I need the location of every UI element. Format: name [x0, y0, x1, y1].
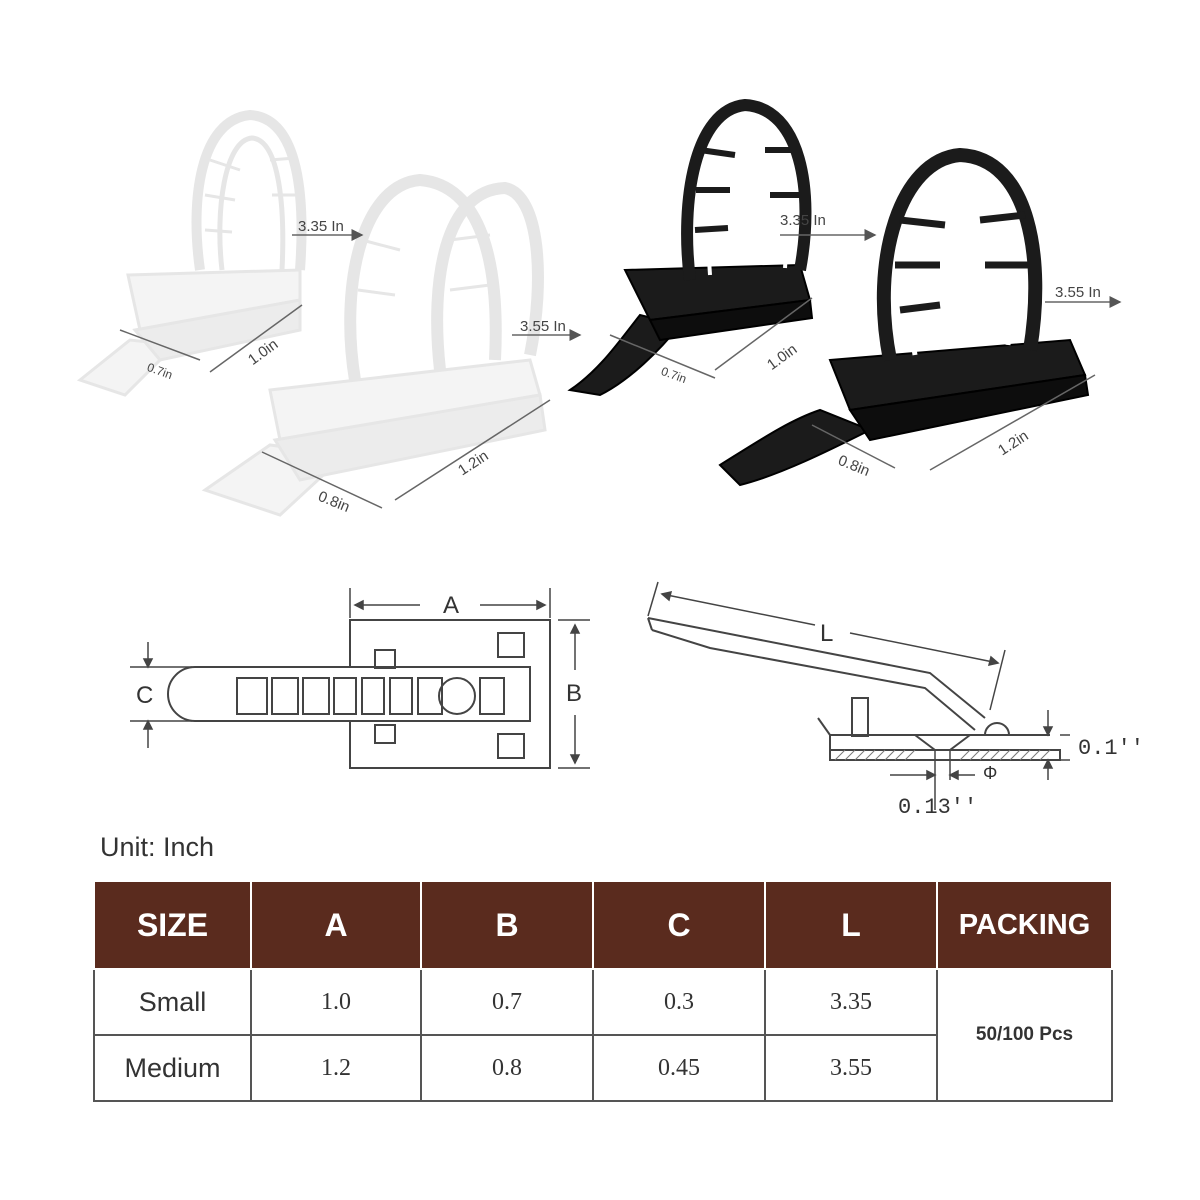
cell-c: 0.3: [592, 968, 766, 1036]
cell-a: 1.2: [250, 1034, 422, 1102]
table-row: Small 1.0 0.7 0.3 3.35 50/100 Pcs: [93, 968, 1113, 1102]
cell-l: 3.35: [764, 968, 938, 1036]
black-small-clip: [567, 98, 814, 397]
table-row: Medium 1.2 0.8 0.45 3.55: [93, 1034, 1112, 1102]
cell-packing: 50/100 Pcs: [936, 968, 1113, 1102]
dimension-l-label: L: [820, 620, 834, 647]
dimension-c-label: C: [136, 682, 154, 709]
dimension-a-label: A: [443, 592, 460, 619]
unit-label: Unit: Inch: [100, 832, 215, 862]
header-size: SIZE: [93, 880, 252, 970]
side-view-drawing: [647, 581, 1070, 810]
cell-b: 0.7: [420, 968, 594, 1036]
cell-size: Medium: [93, 1034, 252, 1102]
black-medium-clip: [718, 147, 1090, 487]
cell-a: 1.0: [250, 968, 422, 1036]
black-medium-l-label: 3.55 In: [1055, 284, 1101, 301]
cell-b: 0.8: [420, 1034, 594, 1102]
dimension-b-label: B: [566, 680, 583, 707]
cell-c: 0.45: [592, 1034, 766, 1102]
header-packing: PACKING: [936, 880, 1113, 970]
white-medium-clip: [201, 173, 547, 517]
cell-l: 3.55: [764, 1034, 938, 1102]
hole-diameter-label: 0.13'': [898, 795, 978, 820]
cell-size: Small: [93, 968, 252, 1036]
white-small-clip: [76, 109, 307, 397]
thickness-label: 0.1'': [1078, 736, 1145, 761]
header-b: B: [420, 880, 594, 970]
table-header-row: SIZE A B C L PACKING: [93, 880, 1113, 970]
header-c: C: [592, 880, 766, 970]
product-illustration: [76, 98, 1122, 517]
size-spec-table: SIZE A B C L PACKING Small 1.0 0.7 0.3 3…: [93, 880, 1113, 1102]
white-medium-l-label: 3.55 In: [520, 318, 566, 335]
header-l: L: [764, 880, 938, 970]
white-small-l-label: 3.35 In: [298, 218, 344, 235]
phi-symbol: Φ: [983, 763, 998, 783]
header-a: A: [250, 880, 422, 970]
black-small-l-label: 3.35 In: [780, 212, 826, 229]
top-view-drawing: [130, 588, 590, 769]
